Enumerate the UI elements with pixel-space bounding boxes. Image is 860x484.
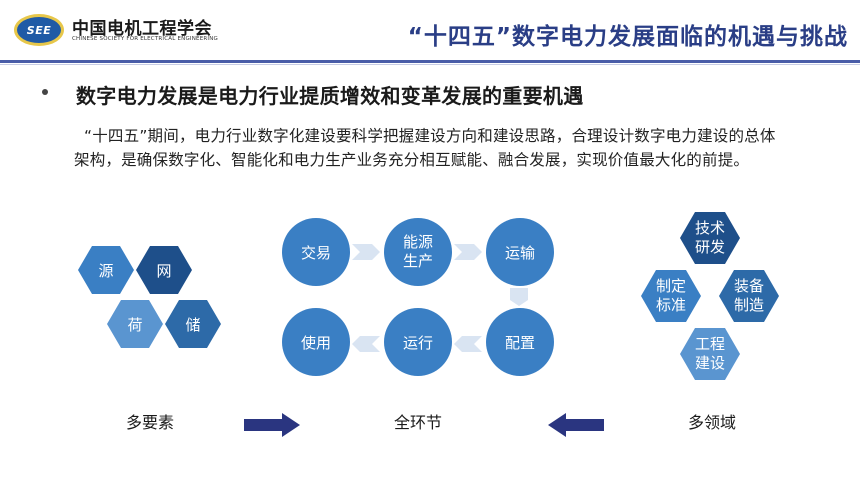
right-hex-cluster: 技术 研发 制定 标准 装备 制造 工程 建设 — [641, 212, 779, 380]
node-label-peizhi: 配置 — [505, 334, 535, 352]
hex-he — [107, 300, 163, 348]
hex-label-tech-rd-2: 研发 — [695, 238, 725, 256]
hex-label-yuan: 源 — [98, 262, 113, 280]
hex-equipment — [719, 270, 779, 322]
hex-label-wang: 网 — [156, 262, 171, 280]
hex-wang — [136, 246, 192, 294]
left-hex-cluster: 源 网 荷 储 — [78, 246, 221, 348]
paragraph-line-1: “十四五”期间，电力行业数字化建设要科学把握建设方向和建设思路，合理设计数字电力… — [84, 127, 776, 145]
see-logo: SEE — [14, 14, 64, 46]
caption-center: 全环节 — [394, 413, 442, 432]
center-cycle: 交易 能源 生产 运输 配置 运行 使用 — [282, 218, 554, 376]
arrow-left-icon — [548, 413, 604, 437]
hex-label-standards-1: 制定 — [656, 277, 686, 295]
header-divider-thin — [0, 64, 860, 65]
hex-label-engineering-2: 建设 — [695, 354, 725, 372]
hex-yuan — [78, 246, 134, 294]
hex-label-equipment-1: 装备 — [734, 277, 764, 295]
hex-label-equipment-2: 制造 — [734, 296, 764, 314]
node-yunshu — [486, 218, 554, 286]
node-label-shiyong: 使用 — [301, 334, 331, 352]
org-name-en: CHINESE SOCIETY FOR ELECTRICAL ENGINEERI… — [72, 36, 219, 42]
hex-label-he: 荷 — [127, 316, 142, 334]
header-divider — [0, 60, 860, 63]
hex-engineering — [680, 328, 740, 380]
node-shiyong — [282, 308, 350, 376]
node-nengyuan — [384, 218, 452, 286]
slide-title: “十四五”数字电力发展面临的机遇与挑战 — [407, 24, 848, 50]
hex-label-standards-2: 标准 — [656, 296, 686, 314]
caption-right: 多领域 — [688, 413, 736, 432]
logo-text: SEE — [26, 23, 52, 37]
hex-label-engineering-1: 工程 — [695, 335, 725, 353]
node-label-yunxing: 运行 — [403, 334, 433, 352]
node-jiaoyi — [282, 218, 350, 286]
node-label-yunshu: 运输 — [505, 244, 535, 262]
node-label-nengyuan-2: 生产 — [403, 252, 433, 270]
chevron-left-icon — [454, 336, 482, 352]
header: SEE 中国电机工程学会 CHINESE SOCIETY FOR ELECTRI… — [0, 0, 860, 62]
node-peizhi — [486, 308, 554, 376]
arrow-right-icon — [244, 413, 300, 437]
hex-standards — [641, 270, 701, 322]
hex-tech-rd — [680, 212, 740, 264]
section-heading: 数字电力发展是电力行业提质增效和变革发展的重要机遇 — [76, 84, 584, 108]
chevron-right-icon — [352, 244, 380, 260]
bullet-dot — [42, 89, 48, 95]
caption-left: 多要素 — [126, 413, 174, 432]
node-yunxing — [384, 308, 452, 376]
chevron-left-icon — [352, 336, 380, 352]
hex-chu — [165, 300, 221, 348]
hex-label-tech-rd-1: 技术 — [695, 219, 725, 237]
paragraph-line-2: 架构，是确保数字化、智能化和电力生产业务充分相互赋能、融合发展，实现价值最大化的… — [74, 151, 750, 169]
node-label-nengyuan: 能源 — [403, 233, 433, 251]
org-name-cn: 中国电机工程学会 — [72, 19, 212, 39]
hex-label-chu: 储 — [185, 316, 200, 334]
body-paragraph: “十四五”期间，电力行业数字化建设要科学把握建设方向和建设思路，合理设计数字电力… — [74, 124, 844, 172]
chevron-right-icon — [454, 244, 482, 260]
chevron-down-icon — [510, 288, 528, 306]
node-label-jiaoyi: 交易 — [301, 244, 331, 262]
